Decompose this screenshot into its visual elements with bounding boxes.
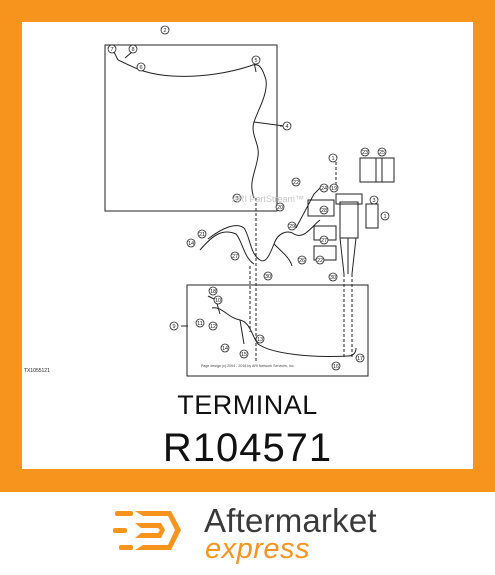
svg-text:3: 3 <box>372 198 375 204</box>
svg-text:23: 23 <box>362 150 368 156</box>
callout-8: 8 <box>129 45 137 53</box>
callout-27b: 27 <box>231 252 239 260</box>
svg-text:19: 19 <box>331 186 337 192</box>
svg-text:22: 22 <box>317 258 323 264</box>
callout-4: 4 <box>283 122 291 130</box>
svg-text:18: 18 <box>210 289 216 295</box>
callout-21: 21 <box>198 230 206 238</box>
svg-text:9: 9 <box>172 324 175 330</box>
callout-24: 24 <box>320 184 328 192</box>
aftermarket-express-logo-icon <box>113 511 181 550</box>
footer <box>0 492 495 575</box>
callout-10: 10 <box>214 296 222 304</box>
callout-9: 9 <box>170 322 178 330</box>
callout-3: 3 <box>233 194 241 202</box>
diagram-copyright: Page design (c) 2004 - 2018 by ARI Netwo… <box>201 364 295 368</box>
callout-16: 16 <box>332 362 340 370</box>
svg-text:4: 4 <box>285 124 288 130</box>
callout-1a: 1 <box>329 154 337 162</box>
callout-30: 30 <box>264 272 272 280</box>
brand-name-line1: Aftermarket <box>204 502 377 539</box>
svg-text:1: 1 <box>383 214 386 220</box>
parts-diagram: 7 8 2 5 6 4 3 1 23 25 22 24 19 3 1 20 28… <box>24 22 473 382</box>
lower-assembly-box <box>187 285 368 376</box>
svg-text:5: 5 <box>254 58 257 64</box>
callout-26: 26 <box>298 256 306 264</box>
filter-body <box>340 202 358 238</box>
svg-text:27: 27 <box>321 238 327 244</box>
figure-code: TX1055121 <box>24 368 50 374</box>
svg-text:28: 28 <box>321 208 327 214</box>
svg-text:8: 8 <box>131 47 134 53</box>
svg-text:25: 25 <box>379 150 385 156</box>
callout-12: 12 <box>209 322 217 330</box>
callout-5: 5 <box>252 56 260 64</box>
callout-14b: 14 <box>221 344 229 352</box>
callout-30b: 30 <box>329 273 337 281</box>
svg-text:27: 27 <box>232 254 238 260</box>
brand-name-line2: express <box>205 533 311 565</box>
callout-20: 20 <box>276 203 284 211</box>
callout-11: 11 <box>196 319 204 327</box>
svg-text:20: 20 <box>277 205 283 211</box>
part-name: TERMINAL <box>177 390 318 420</box>
svg-text:30: 30 <box>330 275 336 281</box>
cross-harness-line <box>208 220 320 261</box>
callout-7: 7 <box>108 45 116 53</box>
callout-29: 29 <box>288 222 296 230</box>
svg-text:10: 10 <box>215 298 221 304</box>
svg-text:26: 26 <box>299 258 305 264</box>
callout-22b: 22 <box>316 256 324 264</box>
svg-text:1: 1 <box>331 156 334 162</box>
svg-text:14: 14 <box>188 241 194 247</box>
svg-text:12: 12 <box>210 324 216 330</box>
svg-text:3: 3 <box>235 196 238 202</box>
callout-17: 17 <box>356 354 364 362</box>
svg-text:15: 15 <box>241 352 247 358</box>
svg-text:2: 2 <box>163 28 166 34</box>
callout-22: 22 <box>292 178 300 186</box>
svg-text:7: 7 <box>110 47 113 53</box>
callout-13: 13 <box>256 335 264 343</box>
callout-15: 15 <box>240 350 248 358</box>
svg-text:22: 22 <box>293 180 299 186</box>
callout-3b: 3 <box>370 196 378 204</box>
svg-text:13: 13 <box>257 337 263 343</box>
svg-text:11: 11 <box>197 321 203 327</box>
svg-text:30: 30 <box>265 274 271 280</box>
callout-27: 27 <box>320 236 328 244</box>
svg-text:14: 14 <box>222 346 228 352</box>
part-number: R104571 <box>162 426 333 470</box>
callout-18: 18 <box>209 287 217 295</box>
svg-text:24: 24 <box>321 186 327 192</box>
callout-14: 14 <box>187 239 195 247</box>
callout-2: 2 <box>161 26 169 34</box>
svg-text:17: 17 <box>357 356 363 362</box>
callout-1b: 1 <box>381 212 389 220</box>
svg-text:6: 6 <box>139 65 142 71</box>
diagram-watermark: ARI PartStream™ <box>232 194 304 204</box>
callout-19: 19 <box>330 184 338 192</box>
callout-23: 23 <box>361 148 369 156</box>
upper-harness-line <box>118 60 266 198</box>
callout-6: 6 <box>137 63 145 71</box>
upper-assembly-box <box>105 45 277 211</box>
lower-harness-line <box>212 308 356 357</box>
svg-text:16: 16 <box>333 364 339 370</box>
callout-28: 28 <box>320 206 328 214</box>
product-card: 7 8 2 5 6 4 3 1 23 25 22 24 19 3 1 20 28… <box>22 22 473 470</box>
callout-25: 25 <box>378 148 386 156</box>
svg-text:29: 29 <box>289 224 295 230</box>
svg-text:21: 21 <box>199 232 205 238</box>
